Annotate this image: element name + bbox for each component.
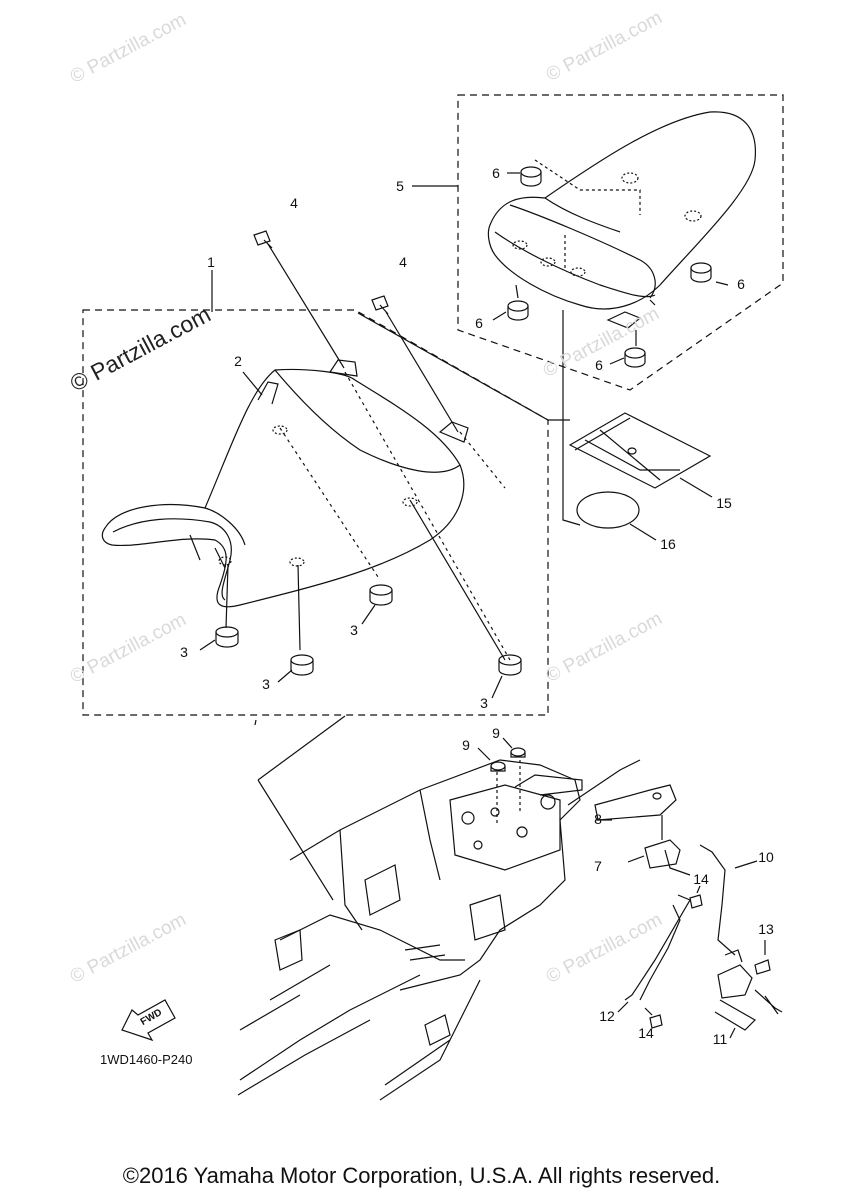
- callout-12: 12: [599, 1008, 615, 1024]
- fwd-arrow-icon: [121, 999, 176, 1042]
- callout-1: 1: [207, 254, 215, 270]
- seat-lock-assy-11: [714, 949, 783, 1031]
- seat-lock-7: [644, 839, 691, 876]
- callout-3: 3: [180, 644, 188, 660]
- callout-4: 4: [290, 195, 298, 211]
- damper-3c: [369, 584, 393, 606]
- callout-15: 15: [716, 495, 732, 511]
- damper-6c: [507, 300, 529, 321]
- callout-3: 3: [350, 622, 358, 638]
- callout-3: 3: [262, 676, 270, 692]
- storage-tray-15: [568, 412, 712, 489]
- cable-10: [699, 844, 736, 956]
- damper-6b: [690, 262, 712, 283]
- nut-9b: [510, 747, 526, 758]
- rear-seat-group-box: [457, 94, 784, 391]
- callout-2: 2: [234, 353, 242, 369]
- callout-10: 10: [758, 849, 774, 865]
- diagram-code: 1WD1460-P240: [100, 1052, 193, 1067]
- screw-13: [754, 959, 771, 975]
- damper-6a: [520, 166, 542, 187]
- callout-4: 4: [399, 254, 407, 270]
- callout-6: 6: [475, 315, 483, 331]
- callout-8: 8: [594, 811, 602, 827]
- rear-seat-shape: [487, 111, 757, 329]
- bracket-8: [594, 784, 677, 821]
- rear-frame: [237, 759, 583, 1101]
- damper-3d: [498, 654, 522, 676]
- nut-9a: [490, 761, 506, 772]
- screw-14b: [649, 1014, 663, 1029]
- callout-11: 11: [712, 1031, 728, 1047]
- callout-14: 14: [638, 1025, 654, 1041]
- screw-14a: [689, 894, 703, 909]
- callout-6: 6: [595, 357, 603, 373]
- damper-3b: [290, 654, 314, 676]
- front-seat-shape: [101, 359, 469, 608]
- damper-6d: [624, 347, 646, 368]
- callout-9: 9: [492, 725, 500, 741]
- callout-9: 9: [462, 737, 470, 753]
- callout-5: 5: [396, 178, 404, 194]
- callout-16: 16: [660, 536, 676, 552]
- callout-13: 13: [758, 921, 774, 937]
- front-seat-group-box: [82, 309, 549, 716]
- callout-6: 6: [492, 165, 500, 181]
- callout-7: 7: [594, 858, 602, 874]
- callout-14: 14: [693, 871, 709, 887]
- damper-3a: [215, 626, 239, 648]
- copyright-notice: ©2016 Yamaha Motor Corporation, U.S.A. A…: [122, 1163, 721, 1188]
- bolt-4b: [371, 295, 389, 315]
- o-ring-16: [576, 491, 640, 529]
- cable-12: [624, 894, 691, 1001]
- callout-3: 3: [480, 695, 488, 711]
- callout-6: 6: [737, 276, 745, 292]
